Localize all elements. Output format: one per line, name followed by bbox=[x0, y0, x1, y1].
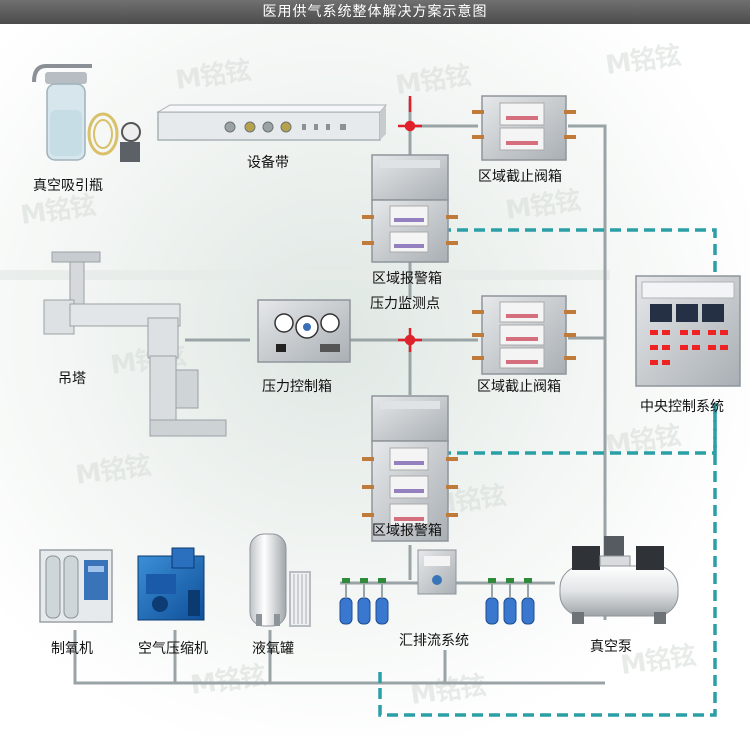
liquid-oxygen-tank-icon bbox=[249, 533, 311, 627]
pendant-label: 吊塔 bbox=[58, 371, 86, 387]
vacuum-pump-icon bbox=[559, 536, 679, 624]
suction-bottle-label: 真空吸引瓶 bbox=[33, 178, 103, 194]
zone-alarm-box-label: 区域报警箱 bbox=[372, 271, 442, 287]
zone-alarm-box-icon bbox=[362, 154, 458, 263]
zone-valve-box-icon bbox=[472, 295, 576, 375]
oxygen-generator-icon bbox=[39, 549, 113, 623]
zone-alarm-box-label: 区域报警箱 bbox=[372, 523, 442, 539]
diagram-title: 医用供气系统整体解决方案示意图 bbox=[0, 0, 750, 24]
liquid-oxygen-tank-label: 液氧罐 bbox=[252, 641, 294, 657]
oxygen-generator-label: 制氧机 bbox=[51, 641, 93, 657]
pendant-icon bbox=[43, 251, 227, 437]
vacuum-pump-label: 真空泵 bbox=[590, 639, 632, 655]
manifold-system-label: 汇排流系统 bbox=[399, 633, 469, 649]
control-signal-lines bbox=[378, 228, 717, 717]
central-control-system-label: 中央控制系统 bbox=[640, 399, 724, 415]
zone-valve-box-icon bbox=[472, 95, 576, 161]
pressure-control-box-label: 压力控制箱 bbox=[262, 379, 332, 395]
equipment-belt-icon bbox=[156, 104, 388, 141]
zone-alarm-box-icon bbox=[362, 395, 458, 542]
pipe-junction-markers bbox=[398, 96, 422, 352]
equipment-belt-label: 设备带 bbox=[247, 155, 289, 171]
central-control-cabinet-icon bbox=[635, 275, 741, 387]
air-compressor-icon bbox=[137, 547, 205, 621]
air-compressor-label: 空气压缩机 bbox=[138, 641, 208, 657]
manifold-system-icon bbox=[339, 549, 535, 625]
pressure-control-box-icon bbox=[257, 299, 351, 363]
zone-valve-box-label: 区域截止阀箱 bbox=[478, 169, 562, 185]
suction-bottle-icon bbox=[32, 64, 141, 162]
zone-valve-box-label: 区域截止阀箱 bbox=[477, 379, 561, 395]
pressure-monitor-point-label: 压力监测点 bbox=[370, 296, 440, 312]
